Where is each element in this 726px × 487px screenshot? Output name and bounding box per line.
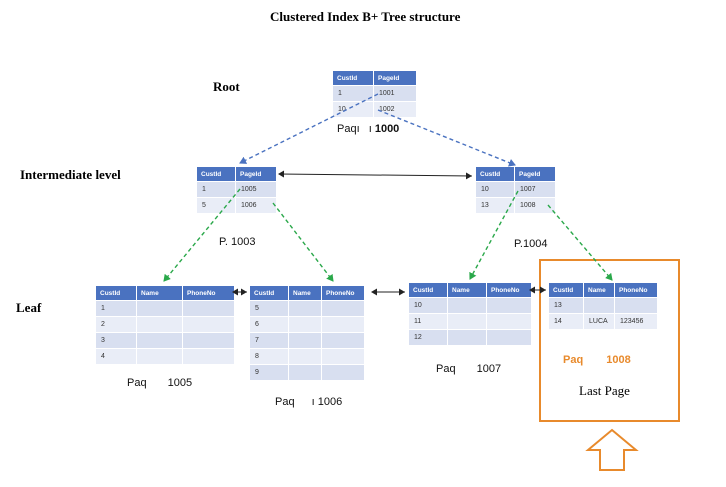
col-header: PageId <box>514 166 556 182</box>
leaf-1005-caption: Paq 1005 <box>127 377 192 389</box>
level-label-leaf: Leaf <box>16 300 42 315</box>
col-header: CustId <box>249 285 289 301</box>
col-header: Name <box>447 282 487 298</box>
col-header: PhoneNo <box>182 285 235 301</box>
caption-page-number: 1008 <box>606 354 631 366</box>
1003-to-1006-link <box>272 202 334 282</box>
table-cell: 3 <box>95 332 137 349</box>
table-cell <box>321 348 365 365</box>
intermediate-sibling-link <box>278 170 473 180</box>
table-cell <box>321 300 365 317</box>
caption-page-number: 1006 <box>317 396 343 408</box>
table-cell <box>288 364 322 381</box>
table-cell <box>486 297 532 314</box>
table-cell <box>447 313 487 330</box>
leaf-1008-caption: Paq 1008 <box>563 354 631 366</box>
last-page-label: Last Page <box>579 383 630 398</box>
col-header: Name <box>136 285 183 301</box>
level-label-root: Root <box>213 79 240 94</box>
table-cell <box>136 300 183 317</box>
intermediate-right-page-table: CustId PageId 10 1007 13 1008 <box>475 166 556 214</box>
last-page-highlight-box <box>539 259 680 422</box>
col-header: CustId <box>196 166 236 182</box>
caption-prefix: Paq <box>127 377 147 389</box>
caption-prefix: Paq <box>275 396 295 408</box>
col-header: CustId <box>548 282 584 298</box>
up-arrow-icon <box>585 428 639 471</box>
table-cell <box>321 364 365 381</box>
table-cell: 1 <box>332 85 374 102</box>
col-header: PhoneNo <box>321 285 365 301</box>
table-cell <box>321 332 365 349</box>
table-cell: 4 <box>95 348 137 365</box>
caption-prefix: Paq <box>436 363 456 375</box>
leaf-page-1006-table: CustId Name PhoneNo 5 6 7 8 9 <box>249 285 365 381</box>
table-cell: 10 <box>408 297 448 314</box>
table-cell: 1008 <box>514 197 556 214</box>
caption-prefix: Paqı <box>337 123 360 135</box>
table-cell: 7 <box>249 332 289 349</box>
table-cell: 12 <box>408 329 448 346</box>
root-page-table: CustId PageId 1 1001 10 1002 <box>332 70 417 118</box>
1004-to-1008-link <box>547 204 613 281</box>
table-cell <box>288 316 322 333</box>
level-label-intermediate: Intermediate level <box>20 167 121 182</box>
intermediate-left-caption: P. 1003 <box>219 236 256 248</box>
root-to-1003-link <box>239 93 379 164</box>
table-cell: 1002 <box>373 101 417 118</box>
caption-page-number: 1007 <box>476 363 502 375</box>
table-cell: 1006 <box>235 197 277 214</box>
leaf-page-1005-table: CustId Name PhoneNo 1 2 3 4 <box>95 285 235 365</box>
table-cell: 123456 <box>614 313 658 330</box>
1003-to-1005-link <box>163 188 241 282</box>
table-cell <box>136 332 183 349</box>
leaf-1006-caption: Paq ı 1006 <box>275 396 342 408</box>
caption-separator: ı <box>311 396 315 408</box>
intermediate-right-caption: P.1004 <box>514 238 548 250</box>
table-cell <box>486 329 532 346</box>
table-cell: LUCA <box>583 313 615 330</box>
table-cell: 13 <box>475 197 515 214</box>
col-header: CustId <box>95 285 137 301</box>
col-header: CustId <box>332 70 374 86</box>
col-header: PhoneNo <box>614 282 658 298</box>
table-cell: 14 <box>548 313 584 330</box>
col-header: PhoneNo <box>486 282 532 298</box>
caption-page-number: 1005 <box>167 377 193 389</box>
1004-to-1007-link <box>469 190 519 280</box>
table-cell: 6 <box>249 316 289 333</box>
table-cell: 2 <box>95 316 137 333</box>
root-to-1004-link <box>377 109 516 167</box>
table-cell <box>288 348 322 365</box>
root-page-caption: Paqı ı 1000 <box>337 123 399 135</box>
table-cell: 1001 <box>373 85 417 102</box>
table-cell <box>136 348 183 365</box>
col-header: PageId <box>373 70 417 86</box>
leaf-page-1008-table: CustId Name PhoneNo 13 14 LUCA 123456 <box>548 282 658 330</box>
table-cell: 1005 <box>235 181 277 198</box>
table-cell <box>182 348 235 365</box>
table-cell: 5 <box>196 197 236 214</box>
leaf-page-1007-table: CustId Name PhoneNo 10 11 12 <box>408 282 532 346</box>
caption-separator: ı <box>368 123 372 135</box>
col-header: Name <box>583 282 615 298</box>
diagram-title: Clustered Index B+ Tree structure <box>270 9 461 24</box>
table-cell <box>486 313 532 330</box>
caption-prefix: Paq <box>563 354 584 366</box>
table-cell <box>614 297 658 314</box>
table-cell: 1 <box>196 181 236 198</box>
leaf-1007-caption: Paq 1007 <box>436 363 501 375</box>
table-cell <box>288 332 322 349</box>
table-cell: 8 <box>249 348 289 365</box>
intermediate-left-page-table: CustId PageId 1 1005 5 1006 <box>196 166 277 214</box>
table-cell <box>182 300 235 317</box>
table-cell <box>447 329 487 346</box>
table-cell: 11 <box>408 313 448 330</box>
table-cell <box>182 332 235 349</box>
caption-page-number: 1000 <box>374 123 400 135</box>
table-cell: 1007 <box>514 181 556 198</box>
